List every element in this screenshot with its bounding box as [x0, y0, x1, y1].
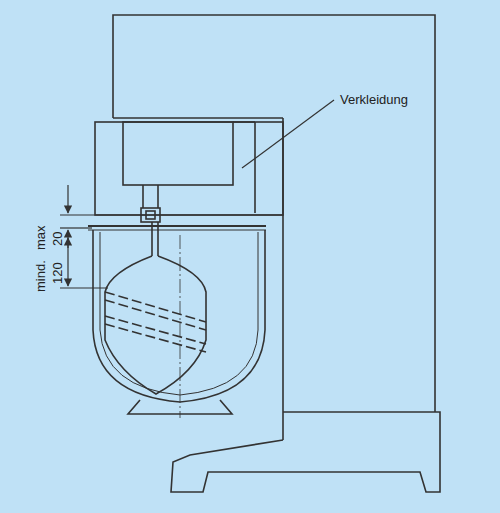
- dimension-value: 20: [51, 232, 64, 246]
- part-label: Verkleidung: [340, 93, 408, 106]
- dimension-arrow: [67, 185, 68, 213]
- gear-housing-top: [233, 121, 255, 123]
- beater-blade: [105, 292, 206, 322]
- machine-head: [113, 15, 435, 412]
- bowl-rim: [88, 225, 266, 227]
- beater: [105, 256, 206, 394]
- dimension-line: [60, 214, 283, 215]
- shaft: [142, 185, 144, 208]
- dimension-label: max: [34, 225, 47, 250]
- head-bottom: [113, 117, 283, 119]
- machine-base: [171, 412, 440, 492]
- dimension-arrow: [67, 238, 68, 286]
- bowl-inner: [100, 232, 258, 395]
- leader-line: [242, 100, 334, 168]
- cover-inner-edge: [254, 122, 256, 213]
- dimension-line: [60, 287, 108, 288]
- center-line: [180, 235, 181, 418]
- beater-stem: [151, 222, 153, 256]
- beater-stem: [157, 222, 159, 256]
- bowl-rim: [88, 230, 266, 231]
- dimension-line: [60, 227, 92, 228]
- dimension-value: 120: [51, 262, 64, 284]
- cover-shield: [95, 122, 283, 215]
- beater-blade: [105, 300, 206, 330]
- bowl: [93, 230, 265, 402]
- beater-blade: [105, 316, 206, 344]
- machine-base: [282, 412, 284, 440]
- dimension-label: mind.: [34, 260, 47, 292]
- beater-blade: [105, 324, 206, 352]
- gear-housing: [123, 122, 233, 185]
- shaft: [157, 185, 159, 208]
